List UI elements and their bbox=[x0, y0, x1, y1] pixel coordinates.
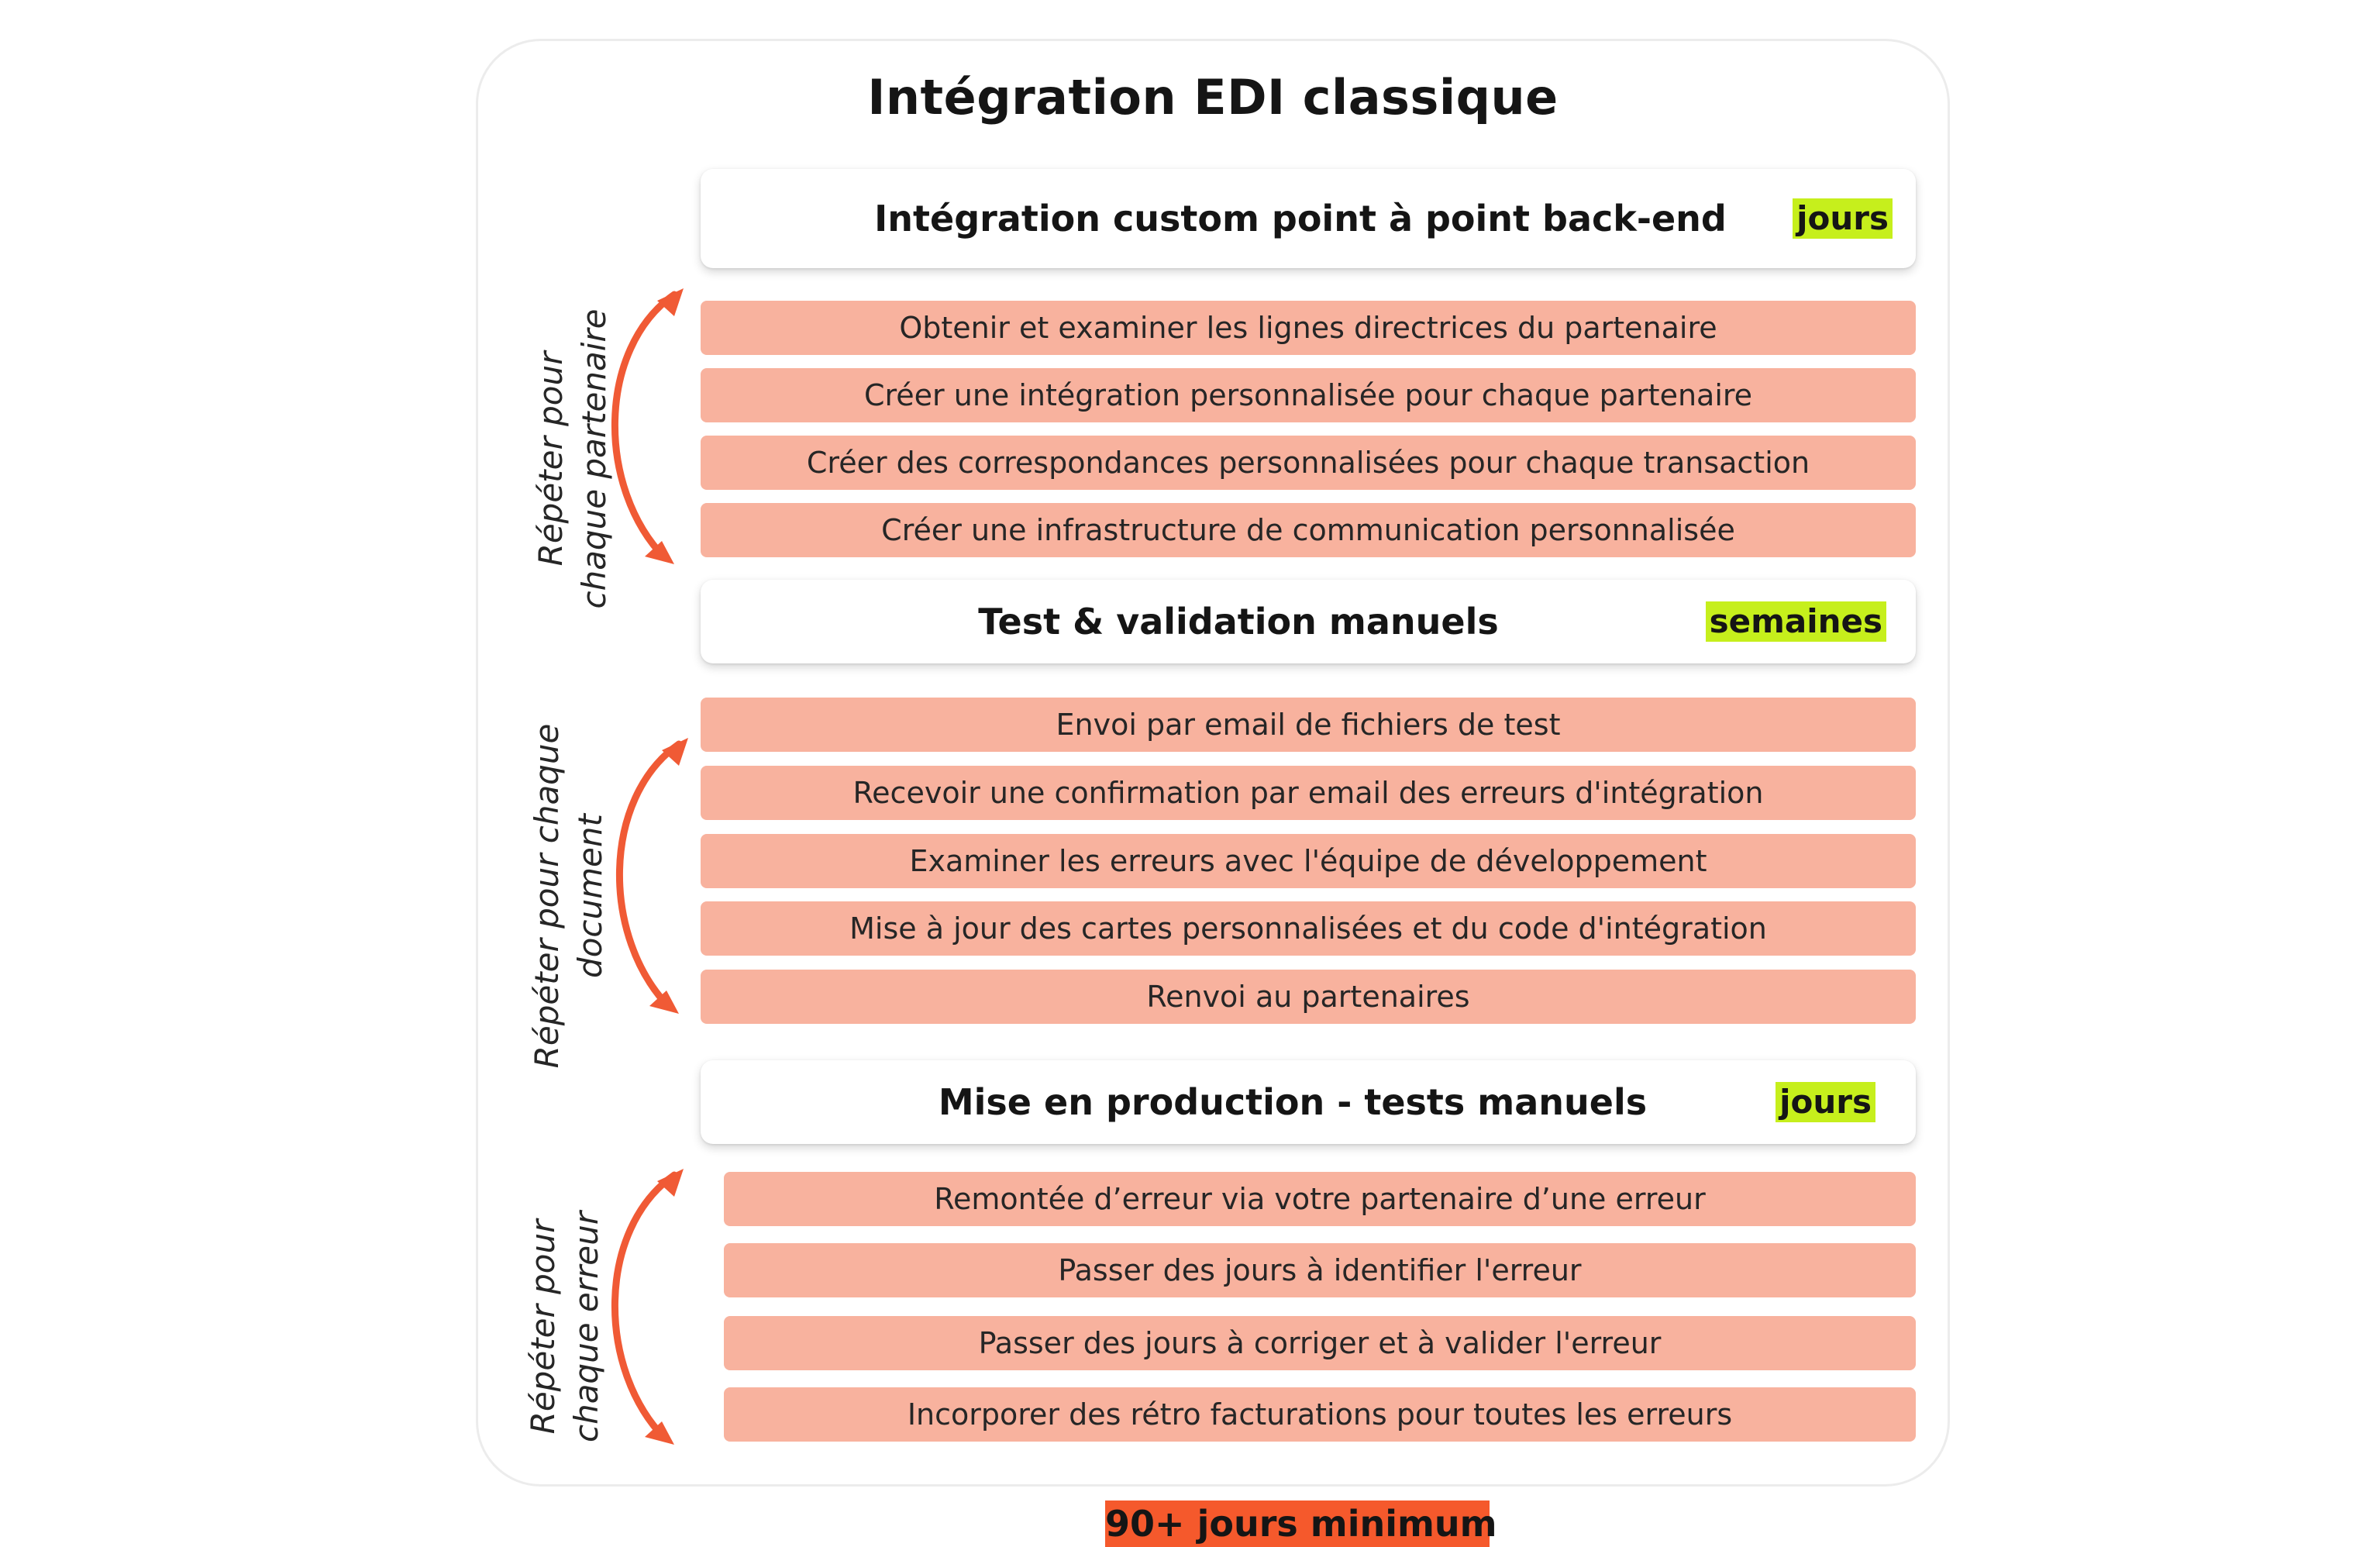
repeat-arrow-icon bbox=[615, 738, 688, 1014]
diagram-title: Intégration EDI classique bbox=[867, 69, 1559, 126]
step-item: Passer des jours à corriger et à valider… bbox=[724, 1316, 1916, 1370]
phase-title: Test & validation manuels bbox=[978, 601, 1499, 643]
step-item: Créer une intégration personnalisée pour… bbox=[701, 368, 1916, 422]
repeat-arrow-icon bbox=[611, 1169, 684, 1445]
duration-badge: semaines bbox=[1705, 601, 1886, 642]
step-item: Passer des jours à identifier l'erreur bbox=[724, 1243, 1916, 1297]
phase-header-integration: Intégration custom point à point back-en… bbox=[701, 169, 1916, 268]
step-item: Recevoir une confirmation par email des … bbox=[701, 766, 1916, 820]
step-item: Renvoi au partenaires bbox=[701, 970, 1916, 1024]
duration-badge: jours bbox=[1793, 198, 1893, 239]
phase-header-test: Test & validation manuels semaines bbox=[701, 580, 1916, 663]
total-duration-badge: 90+ jours minimum bbox=[1105, 1500, 1497, 1547]
phase-title: Intégration custom point à point back-en… bbox=[874, 198, 1727, 239]
duration-badge: jours bbox=[1776, 1082, 1875, 1122]
step-item: Mise à jour des cartes personnalisées et… bbox=[701, 901, 1916, 956]
step-item: Envoi par email de fichiers de test bbox=[701, 698, 1916, 752]
repeat-arrow-icon bbox=[611, 288, 684, 564]
step-item: Créer une infrastructure de communicatio… bbox=[701, 503, 1916, 557]
step-item: Créer des correspondances personnalisées… bbox=[701, 436, 1916, 490]
phase-title: Mise en production - tests manuels bbox=[938, 1081, 1648, 1123]
step-item: Remontée d’erreur via votre partenaire d… bbox=[724, 1172, 1916, 1226]
phase-header-production: Mise en production - tests manuels jours bbox=[701, 1060, 1916, 1144]
step-item: Examiner les erreurs avec l'équipe de dé… bbox=[701, 834, 1916, 888]
step-item: Obtenir et examiner les lignes directric… bbox=[701, 301, 1916, 355]
step-item: Incorporer des rétro facturations pour t… bbox=[724, 1387, 1916, 1442]
